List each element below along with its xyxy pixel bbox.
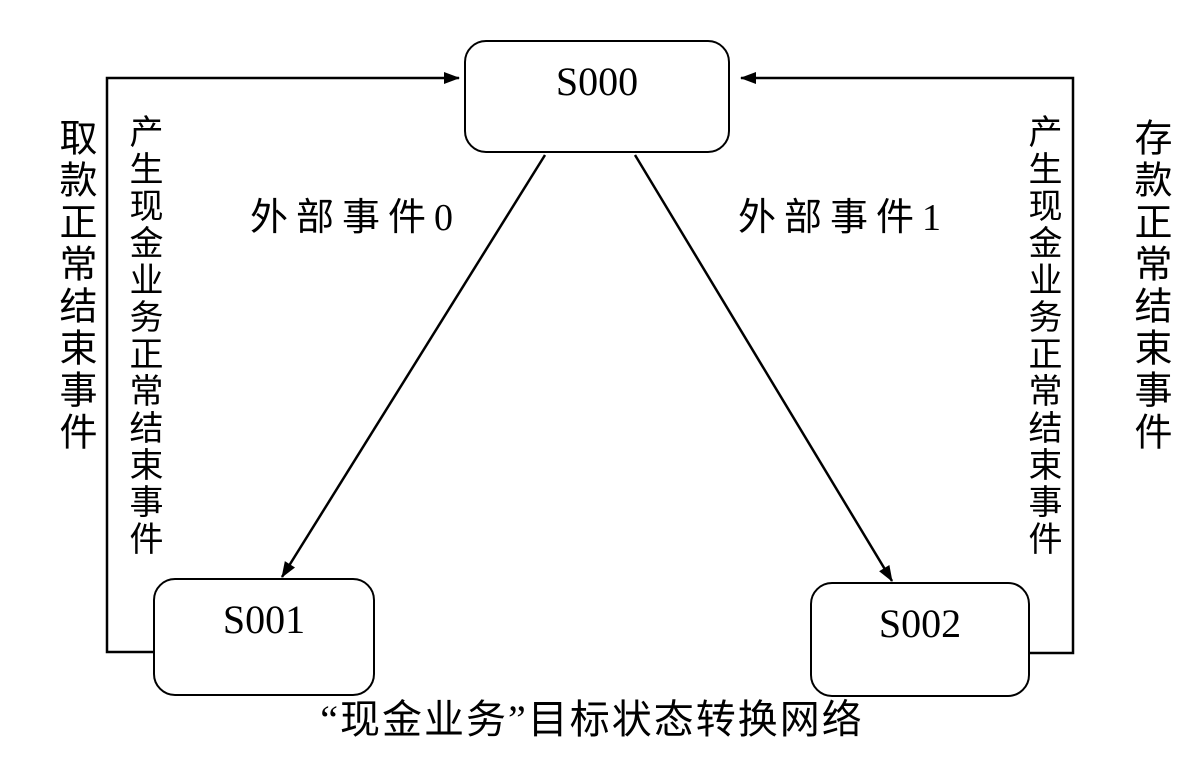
state-node-s002: S002 [810,582,1030,697]
diagram-caption: “现金业务”目标状态转换网络 [320,697,864,742]
edge-s002-to-s000 [740,72,1075,655]
state-node-s000-label: S000 [555,59,639,104]
edge-s001-to-s000 [105,72,460,654]
edge-s000-to-s002 [633,154,894,582]
state-node-s000: S000 [464,40,730,153]
edge-label-external-event-1: 外部事件1 [738,197,950,239]
state-node-s002-label: S002 [878,601,962,646]
edge-label-external-event-0: 外部事件0 [250,197,462,239]
state-node-s001: S001 [153,578,375,696]
edge-s000-to-s001 [280,154,547,578]
side-label-withdraw-normal-end-event: 取款正常结束事件 [53,118,95,454]
side-label-right-cash-business-normal-end-event: 产生现金业务正常结束事件 [1023,114,1060,558]
state-node-s001-label: S001 [222,597,306,642]
side-label-deposit-normal-end-event: 存款正常结束事件 [1128,118,1170,454]
side-label-left-cash-business-normal-end-event: 产生现金业务正常结束事件 [124,114,161,558]
